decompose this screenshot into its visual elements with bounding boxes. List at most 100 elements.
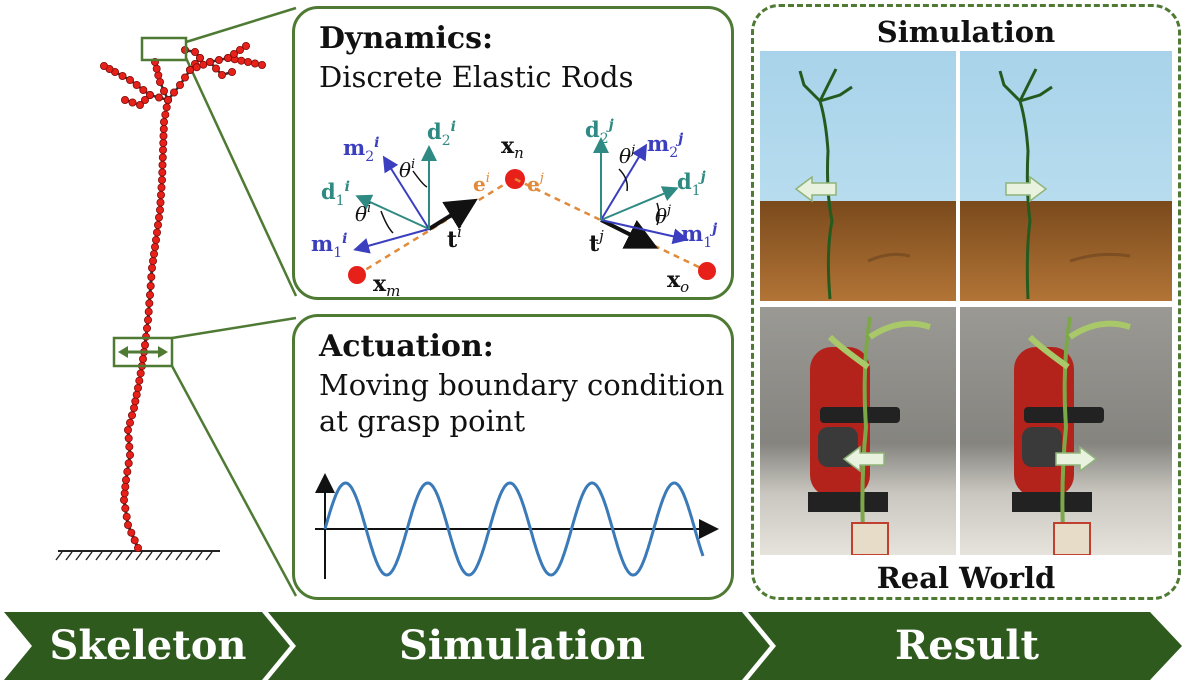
svg-text:θi: θi <box>355 201 371 226</box>
svg-text:d2j: d2j <box>585 117 614 147</box>
hatch-mark <box>135 551 143 561</box>
left-arrow-icon <box>842 445 885 473</box>
skeleton-nodes <box>100 42 266 553</box>
banner-label-result: Result <box>895 622 1039 669</box>
banner-label-skeleton: Skeleton <box>49 622 247 669</box>
ground-hatch <box>55 551 213 561</box>
skeleton-node <box>143 315 152 324</box>
skeleton-node <box>121 96 130 105</box>
hatch-mark <box>145 551 153 561</box>
skeleton-node <box>126 418 135 427</box>
svg-text:ei: ei <box>473 171 490 196</box>
sine-wave-curve <box>323 481 705 577</box>
skeleton-node <box>120 495 129 504</box>
skeleton-node <box>159 138 168 147</box>
skeleton-node <box>120 489 129 498</box>
skeleton-node <box>241 42 250 51</box>
skeleton-node <box>124 425 133 434</box>
result-box: Simulation Real World <box>751 4 1181 600</box>
skeleton-node <box>135 101 144 110</box>
skeleton-node <box>211 64 220 73</box>
sine-wave-plot <box>315 473 719 579</box>
skeleton-node <box>136 369 145 378</box>
skeleton-node <box>257 61 266 70</box>
theta-arc-top-right <box>618 168 629 192</box>
skeleton-node <box>163 96 172 105</box>
skeleton-node <box>155 205 164 214</box>
real-image-right <box>960 307 1172 555</box>
skeleton-node <box>126 76 135 85</box>
skeleton-node <box>145 91 154 100</box>
sim-image-left <box>760 51 956 301</box>
svg-text:d1j: d1j <box>677 169 706 199</box>
skeleton-node <box>214 56 223 65</box>
svg-text:m2i: m2i <box>343 135 379 165</box>
svg-text:ti: ti <box>447 223 462 253</box>
skeleton-node <box>148 256 157 265</box>
banner-step-result <box>748 612 1182 680</box>
skeleton-node <box>158 168 167 177</box>
svg-text:tj: tj <box>589 227 604 257</box>
hatch-mark <box>65 551 73 561</box>
hatch-mark <box>75 551 83 561</box>
skeleton-node <box>180 73 189 82</box>
skeleton-node <box>118 72 127 81</box>
svg-text:ej: ej <box>527 171 544 196</box>
skeleton-node <box>146 281 155 290</box>
grasp-double-arrow-icon <box>118 346 168 358</box>
frame-left: xm ti m1i d1i m2i d2i θi θi <box>311 119 514 299</box>
skeleton-node <box>205 58 214 67</box>
m1-i-arrow <box>353 228 430 254</box>
right-arrow-icon <box>1005 175 1048 203</box>
result-top-label: Simulation <box>876 15 1056 49</box>
skeleton-node <box>135 376 144 385</box>
skeleton-node <box>145 299 154 308</box>
zoom-line-top-2 <box>184 57 298 297</box>
svg-text:θi: θi <box>399 157 415 182</box>
skeleton-node <box>161 110 170 119</box>
hatch-mark <box>115 551 123 561</box>
m1-j-arrow <box>600 219 689 245</box>
skeleton-node <box>133 544 142 553</box>
skeleton-node <box>237 56 246 65</box>
hatch-mark <box>205 551 213 561</box>
result-bottom-label: Real World <box>876 561 1056 595</box>
dynamics-panel: Dynamics: Discrete Elastic Rods xm ti m1… <box>292 6 734 300</box>
process-banner <box>4 612 1182 680</box>
skeleton-node <box>124 521 133 530</box>
skeleton-node <box>147 263 156 272</box>
skeleton-node <box>235 46 244 55</box>
skeleton-node <box>229 50 238 59</box>
skeleton-node <box>185 66 194 75</box>
skeleton-node <box>192 63 201 72</box>
skeleton-node <box>122 512 131 521</box>
zoom-box-top <box>140 36 188 62</box>
frame-right: xo tj m1j d1j m2j d2j θj θj <box>514 117 717 296</box>
hatch-mark <box>155 551 163 561</box>
skeleton-node <box>138 354 147 363</box>
hatch-mark <box>85 551 93 561</box>
skeleton-node <box>169 88 178 97</box>
right-arrow-icon <box>1055 445 1098 473</box>
node-xo <box>698 262 716 280</box>
skeleton-node <box>153 220 162 229</box>
skeleton-node <box>124 434 133 443</box>
skeleton-node <box>156 190 165 199</box>
skeleton-node <box>159 118 168 127</box>
plant-skeleton <box>55 36 266 561</box>
skeleton-node <box>158 145 167 154</box>
skeleton-node <box>190 48 199 57</box>
skeleton-node <box>158 160 167 169</box>
m2-i-arrow <box>382 155 430 230</box>
actuation-line1: Moving boundary condition <box>319 368 725 402</box>
actuation-title: Actuation: <box>319 329 494 364</box>
skeleton-node <box>159 125 168 134</box>
skeleton-node <box>157 175 166 184</box>
skeleton-node <box>199 60 208 69</box>
hatch-mark <box>55 551 63 561</box>
svg-text:xo: xo <box>667 267 689 296</box>
skeleton-node <box>124 459 133 468</box>
banner-step-simulation <box>268 612 770 680</box>
skeleton-node <box>155 78 164 87</box>
skeleton-node <box>122 475 131 484</box>
